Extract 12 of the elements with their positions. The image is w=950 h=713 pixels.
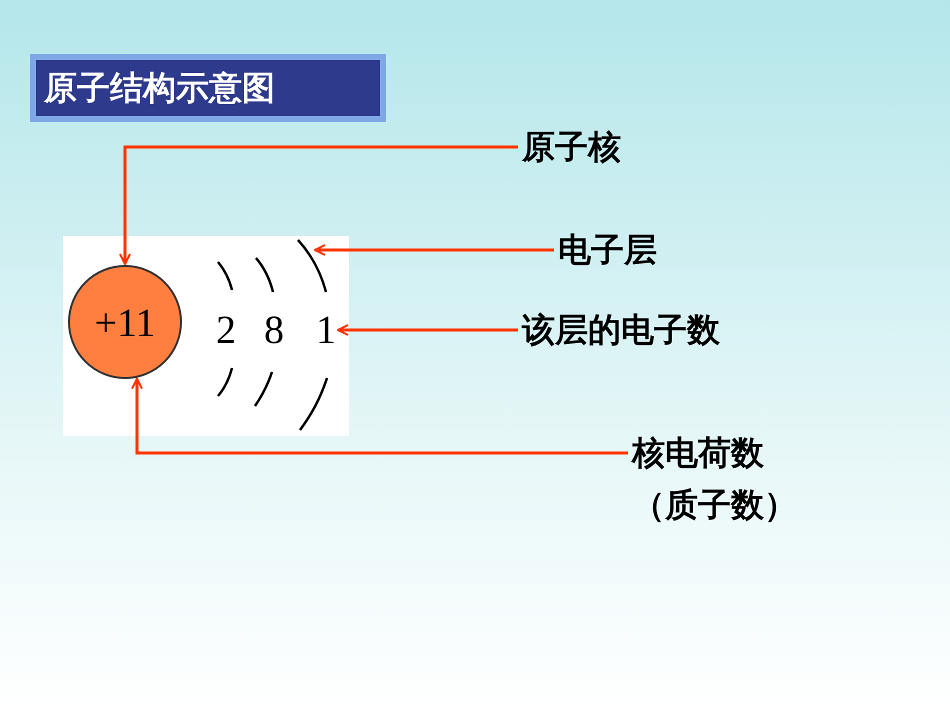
leader-arrow [337, 324, 518, 336]
leader-caption: 原子核 [522, 127, 621, 167]
leader-caption: 电子层 [558, 230, 657, 270]
electron-count: 1 [316, 310, 336, 350]
leader-caption: 该层的电子数 [522, 310, 720, 350]
leader-arrow [119, 146, 518, 265]
title-banner: 原子结构示意图 [30, 54, 386, 122]
leader-arrow [314, 244, 554, 256]
electron-count: 8 [264, 310, 284, 350]
leader-arrow [131, 378, 628, 454]
electron-count: 2 [216, 310, 236, 350]
leader-caption: 核电荷数（质子数） [632, 427, 802, 531]
